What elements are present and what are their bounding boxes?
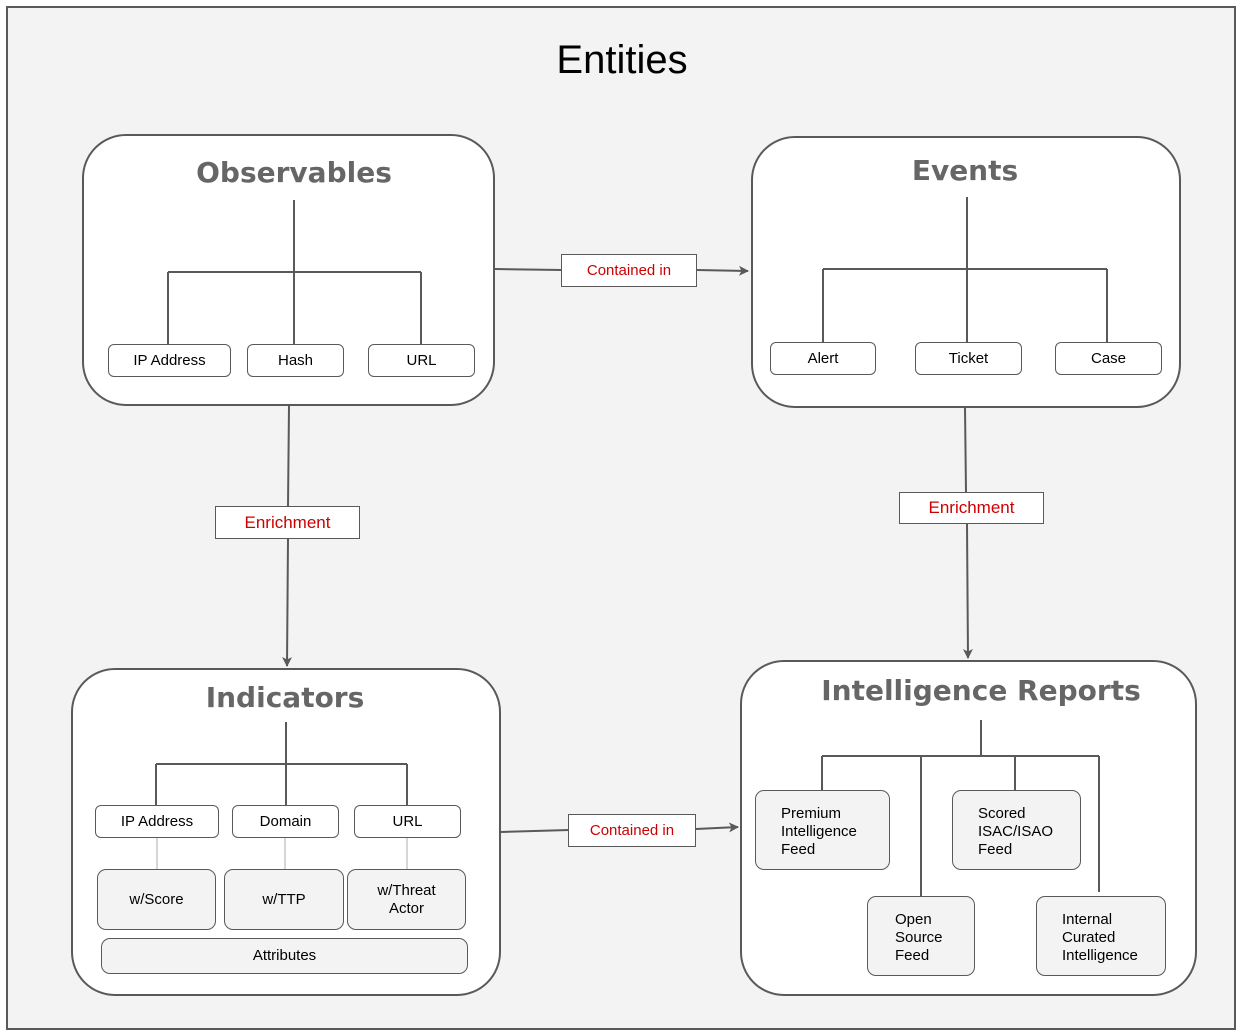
observables-title: Observables (196, 156, 392, 189)
event-ticket: Ticket (915, 342, 1022, 375)
feed-premium-intelligence: Premium Intelligence Feed (755, 790, 890, 870)
observable-ip-address: IP Address (108, 344, 231, 377)
indicator-ip-address: IP Address (95, 805, 219, 838)
relation-contained-in-top: Contained in (561, 254, 697, 287)
relation-enrichment-left: Enrichment (215, 506, 360, 539)
diagram-title: Entities (556, 38, 688, 82)
attribute-ttp: w/TTP (224, 869, 344, 930)
event-case: Case (1055, 342, 1162, 375)
feed-scored-isac-isao: Scored ISAC/ISAO Feed (952, 790, 1081, 870)
observable-hash: Hash (247, 344, 344, 377)
attribute-threat-actor: w/Threat Actor (347, 869, 466, 930)
attribute-score: w/Score (97, 869, 216, 930)
indicators-title: Indicators (205, 681, 365, 714)
indicator-url: URL (354, 805, 461, 838)
intelligence-reports-title: Intelligence Reports (821, 674, 1141, 707)
attributes-bar: Attributes (101, 938, 468, 974)
feed-internal-curated-intelligence: Internal Curated Intelligence (1036, 896, 1166, 976)
events-title: Events (911, 154, 1019, 187)
observable-url: URL (368, 344, 475, 377)
indicator-domain: Domain (232, 805, 339, 838)
feed-open-source: Open Source Feed (867, 896, 975, 976)
relation-contained-in-bottom: Contained in (568, 814, 696, 847)
relation-enrichment-right: Enrichment (899, 492, 1044, 524)
event-alert: Alert (770, 342, 876, 375)
